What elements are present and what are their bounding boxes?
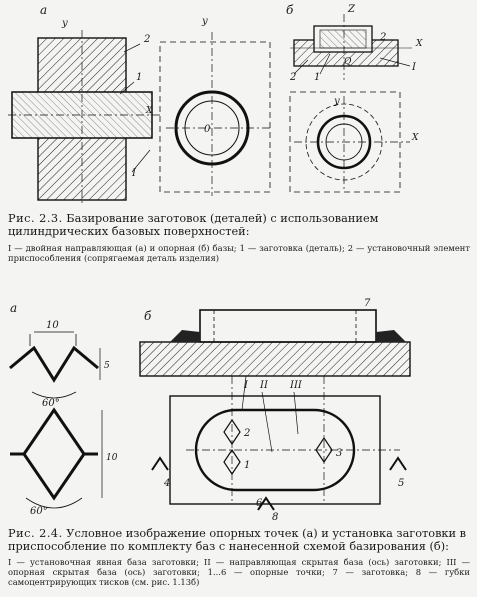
fig23-callout-2-b: 2 <box>289 72 296 83</box>
fig23-callout-2-b-top: 2 <box>379 32 386 43</box>
fig24-dim-h-large: 10 <box>106 453 118 463</box>
fig23-point-q: Q <box>344 57 352 67</box>
fig24-roman-III: III <box>289 380 303 391</box>
fig23-callout-I-b: I <box>411 62 417 73</box>
fig24-point-2: 2 <box>243 428 250 439</box>
fig24-panel-label-a: а <box>10 301 17 315</box>
fig23-callout-I-a: I <box>131 168 137 179</box>
fig24-dim-angle-top: 60° <box>42 398 60 409</box>
panel-b-section <box>290 14 412 80</box>
fig24-panel-a <box>9 331 103 509</box>
fig24-legend: I — установочная явная база заготовки; I… <box>8 557 470 587</box>
fig23-axis-y-plan: y <box>201 16 208 27</box>
fig23-legend: I — двойная направляющая (а) и опорная (… <box>8 243 470 263</box>
fig23-axis-y-a: y <box>61 18 68 29</box>
fig24-caption: Рис. 2.4. Условное изображение опорных т… <box>8 527 470 553</box>
fig24-roman-I: I <box>243 380 249 391</box>
fig24-caption-text: Условное изображение опорных точек (а) и… <box>8 527 466 553</box>
fig23-callout-1-a: 1 <box>136 72 142 83</box>
fig23-caption-lead: Рис. 2.3. <box>8 212 63 225</box>
fig24-panel-label-b: б <box>144 309 152 323</box>
fig24-panel-b <box>139 309 411 511</box>
fig23-axis-x-bplan: X <box>411 133 419 143</box>
fig24-dim-h-small: 5 <box>104 361 110 371</box>
fig23-caption: Рис. 2.3. Базирование заготовок (деталей… <box>8 212 470 238</box>
panel-a-section <box>8 30 160 205</box>
fig24-dim-width: 10 <box>46 320 59 331</box>
fig24-point-6: 6 <box>256 498 263 509</box>
fig23-axis-z-b: Z <box>347 4 356 15</box>
fig24-dim-angle-bottom: 60° <box>30 506 48 517</box>
fig23-panel-label-b: б <box>286 3 294 17</box>
panel-b-plan <box>289 91 410 193</box>
fig24-point-5: 5 <box>398 478 404 489</box>
fig24-point-1: 1 <box>244 460 250 471</box>
fig24-point-4: 4 <box>163 478 170 489</box>
fig23-panel-label-a: а <box>40 3 47 17</box>
fig23-callout-1-b: 1 <box>314 72 320 83</box>
fig24-roman-II: II <box>259 380 269 391</box>
fig23-axis-y-bplan: y <box>333 96 340 107</box>
fig23-caption-text: Базирование заготовок (деталей) с исполь… <box>8 212 379 238</box>
fig23-axis-x-b: X <box>415 39 423 49</box>
fig24-point-8: 8 <box>272 512 278 523</box>
fig24-point-3: 3 <box>336 448 342 459</box>
fig23-callout-2-a: 2 <box>143 34 150 45</box>
fig23-origin-a: 0 <box>204 124 211 135</box>
panel-a-plan <box>159 32 271 196</box>
fig23-axis-x-a: X <box>145 106 153 116</box>
fig24-point-7: 7 <box>364 298 371 309</box>
figure-2-3-drawing: а y 2 1 X I y 0 б Z X Q 2 1 <box>8 3 423 205</box>
figure-2-4-drawing: а 10 5 60° 10 60° б <box>9 298 411 523</box>
fig24-caption-lead: Рис. 2.4. <box>8 527 63 540</box>
